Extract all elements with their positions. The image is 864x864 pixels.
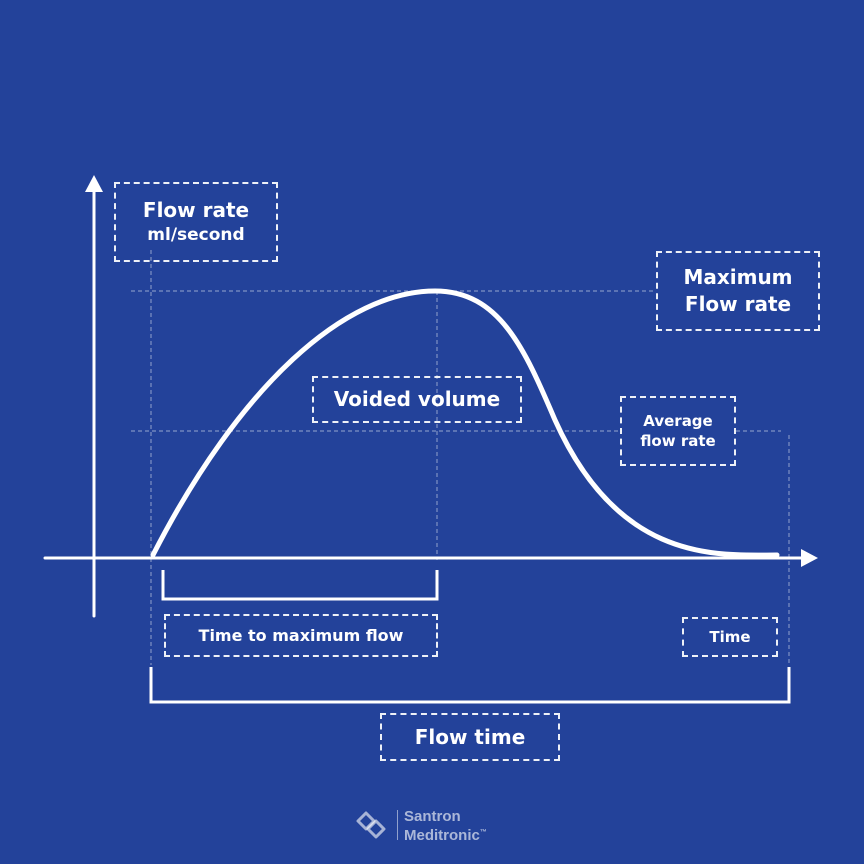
flow-time-label-box: Flow time bbox=[380, 713, 560, 761]
brand-logo: Santron Meditronic™ bbox=[354, 806, 524, 844]
flow-rate-label-box: Flow rate ml/second bbox=[114, 182, 278, 262]
average-flow-rate-label-box: Average flow rate bbox=[620, 396, 736, 466]
logo-separator bbox=[397, 810, 398, 840]
voided-volume-label-box: Voided volume bbox=[312, 376, 522, 423]
brand-name-line2: Meditronic™ bbox=[404, 825, 487, 844]
diamond-links-logo-icon bbox=[356, 811, 386, 839]
time-axis-label-box: Time bbox=[682, 617, 778, 657]
flow-time-bracket bbox=[149, 667, 791, 704]
max-flow-rate-label-box: Maximum Flow rate bbox=[656, 251, 820, 331]
brand-name-line1: Santron bbox=[404, 808, 461, 825]
flow-time-label: Flow time bbox=[414, 724, 526, 749]
average-flow-rate-line2: flow rate bbox=[640, 432, 716, 450]
voided-volume-label: Voided volume bbox=[333, 387, 501, 411]
brand-name: Santron Meditronic™ bbox=[404, 809, 487, 844]
trademark-symbol: ™ bbox=[479, 829, 487, 836]
y-axis-arrow-icon bbox=[85, 175, 103, 192]
flow-rate-unit-label: ml/second bbox=[147, 225, 245, 246]
time-to-max-flow-label-box: Time to maximum flow bbox=[164, 614, 438, 657]
max-flow-rate-line1: Maximum bbox=[683, 265, 793, 289]
flow-curve bbox=[150, 288, 780, 558]
time-axis-label: Time bbox=[709, 627, 751, 646]
max-flow-rate-line2: Flow rate bbox=[684, 292, 792, 316]
time-to-max-flow-label: Time to maximum flow bbox=[198, 625, 404, 645]
average-flow-rate-line1: Average bbox=[643, 411, 713, 430]
x-axis-arrow-icon bbox=[801, 549, 818, 567]
time-to-max-bracket bbox=[161, 570, 439, 601]
flow-rate-label: Flow rate bbox=[142, 198, 250, 223]
brand-name-line2-text: Meditronic bbox=[404, 827, 480, 844]
